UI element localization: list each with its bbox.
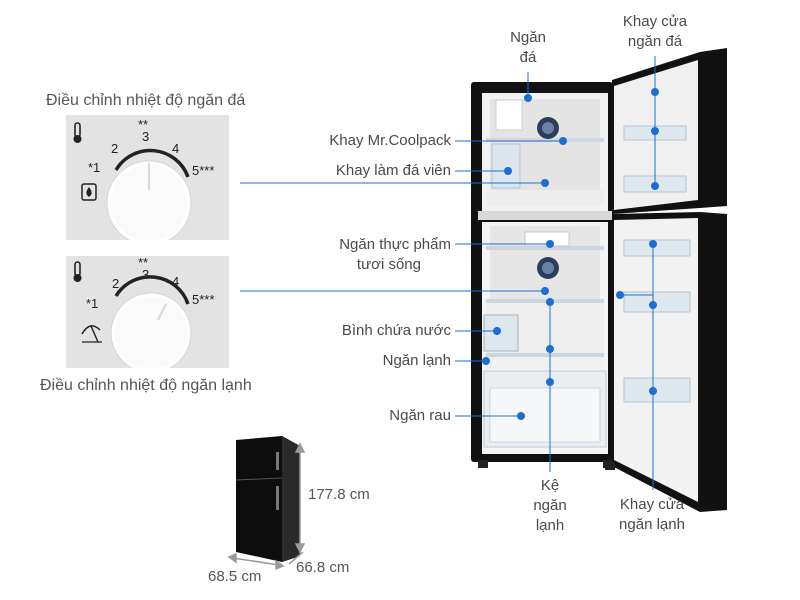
- freezer-dial-panel: *1 2 ** 3 4 5***: [66, 115, 229, 246]
- dial-mark-4: 4: [172, 141, 179, 156]
- ice-icon: [81, 183, 97, 201]
- dial-mark-5: 5***: [192, 292, 214, 307]
- freezer-dial-title: Điều chỉnh nhiệt độ ngăn đá: [46, 92, 246, 109]
- fridge-dial-panel: *1 2 ** 3 4 5***: [66, 255, 229, 374]
- dimension-depth: 66.8 cm: [296, 559, 350, 576]
- dimension-height: 177.8 cm: [308, 486, 370, 503]
- freezer-dial-graphic: *1 2 ** 3 4 5***: [73, 117, 214, 246]
- fridge-dial-graphic: *1 2 ** 3 4 5***: [73, 255, 214, 374]
- label-ngan-thuc-pham: Ngăn thực phẩm tươi sống: [339, 236, 451, 273]
- leader-lines: [240, 56, 656, 490]
- dimension-arrows: [227, 442, 306, 571]
- dial-mark-3: 3: [142, 129, 149, 144]
- label-khay-lam-da: Khay làm đá viên: [335, 162, 451, 179]
- dial-mark-3-stars: **: [138, 117, 148, 132]
- thermometer-icon: [73, 261, 82, 282]
- dial-mark-2: 2: [111, 141, 118, 156]
- fridge-thumbnail: [235, 436, 300, 562]
- vacation-icon: [81, 325, 102, 343]
- dial-mark-3-stars: **: [138, 256, 148, 270]
- label-khay-coolpack: Khay Mr.Coolpack: [329, 132, 451, 149]
- label-ngan-lanh: Ngăn lạnh: [382, 352, 451, 369]
- label-binh-chua-nuoc: Bình chứa nước: [341, 322, 451, 339]
- dial-mark-3: 3: [142, 267, 149, 282]
- fridge-dial-title: Điều chỉnh nhiệt độ ngăn lạnh: [40, 377, 252, 394]
- dial-mark-1: *1: [88, 160, 100, 175]
- dimension-width: 68.5 cm: [208, 568, 262, 585]
- dial-mark-4: 4: [172, 274, 179, 289]
- label-ngan-rau: Ngăn rau: [389, 407, 451, 424]
- dial-mark-1: *1: [86, 296, 98, 311]
- thermometer-icon: [73, 122, 82, 143]
- callout-dots: [482, 88, 659, 420]
- dial-mark-5: 5***: [192, 163, 214, 178]
- dial-mark-2: 2: [112, 276, 119, 291]
